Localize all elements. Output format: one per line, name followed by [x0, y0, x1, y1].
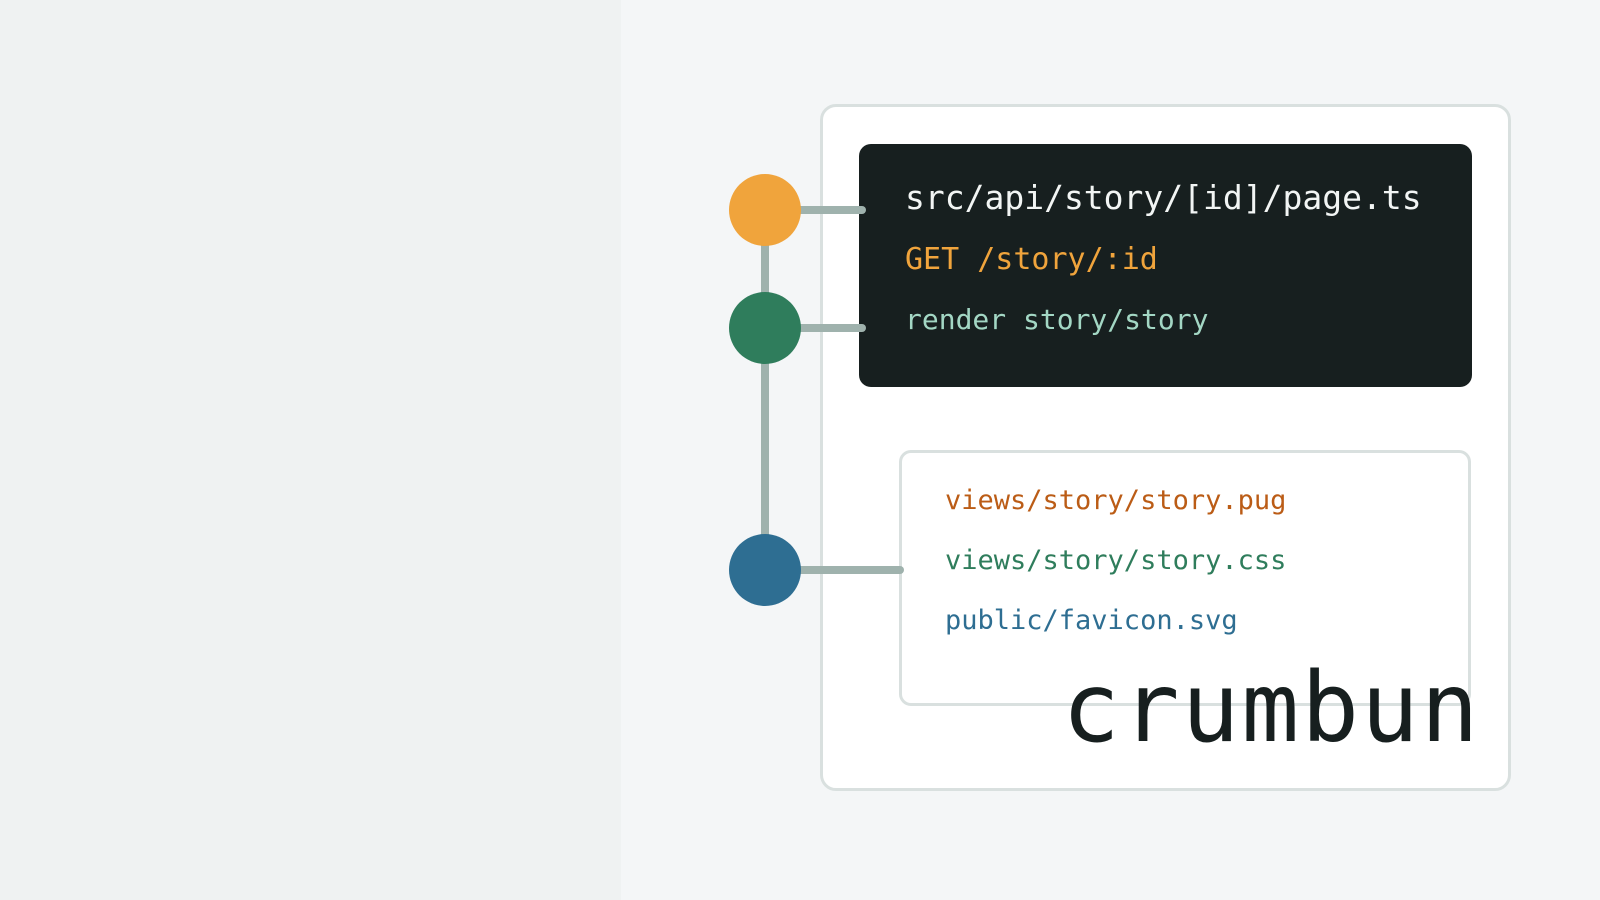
route-file-path: src/api/story/[id]/page.ts — [905, 178, 1422, 217]
file-item-css: views/story/story.css — [945, 545, 1287, 576]
file-item-svg: public/favicon.svg — [945, 605, 1238, 636]
file-item-pug: views/story/story.pug — [945, 485, 1287, 516]
left-panel — [0, 0, 621, 900]
render-node — [729, 292, 801, 364]
route-node — [729, 174, 801, 246]
brand-wordmark: crumbun — [1062, 652, 1481, 764]
route-method: GET /story/:id — [905, 242, 1158, 277]
files-node — [729, 534, 801, 606]
code-block — [859, 144, 1472, 387]
files-block — [899, 450, 1471, 706]
route-render: render story/story — [905, 303, 1209, 336]
